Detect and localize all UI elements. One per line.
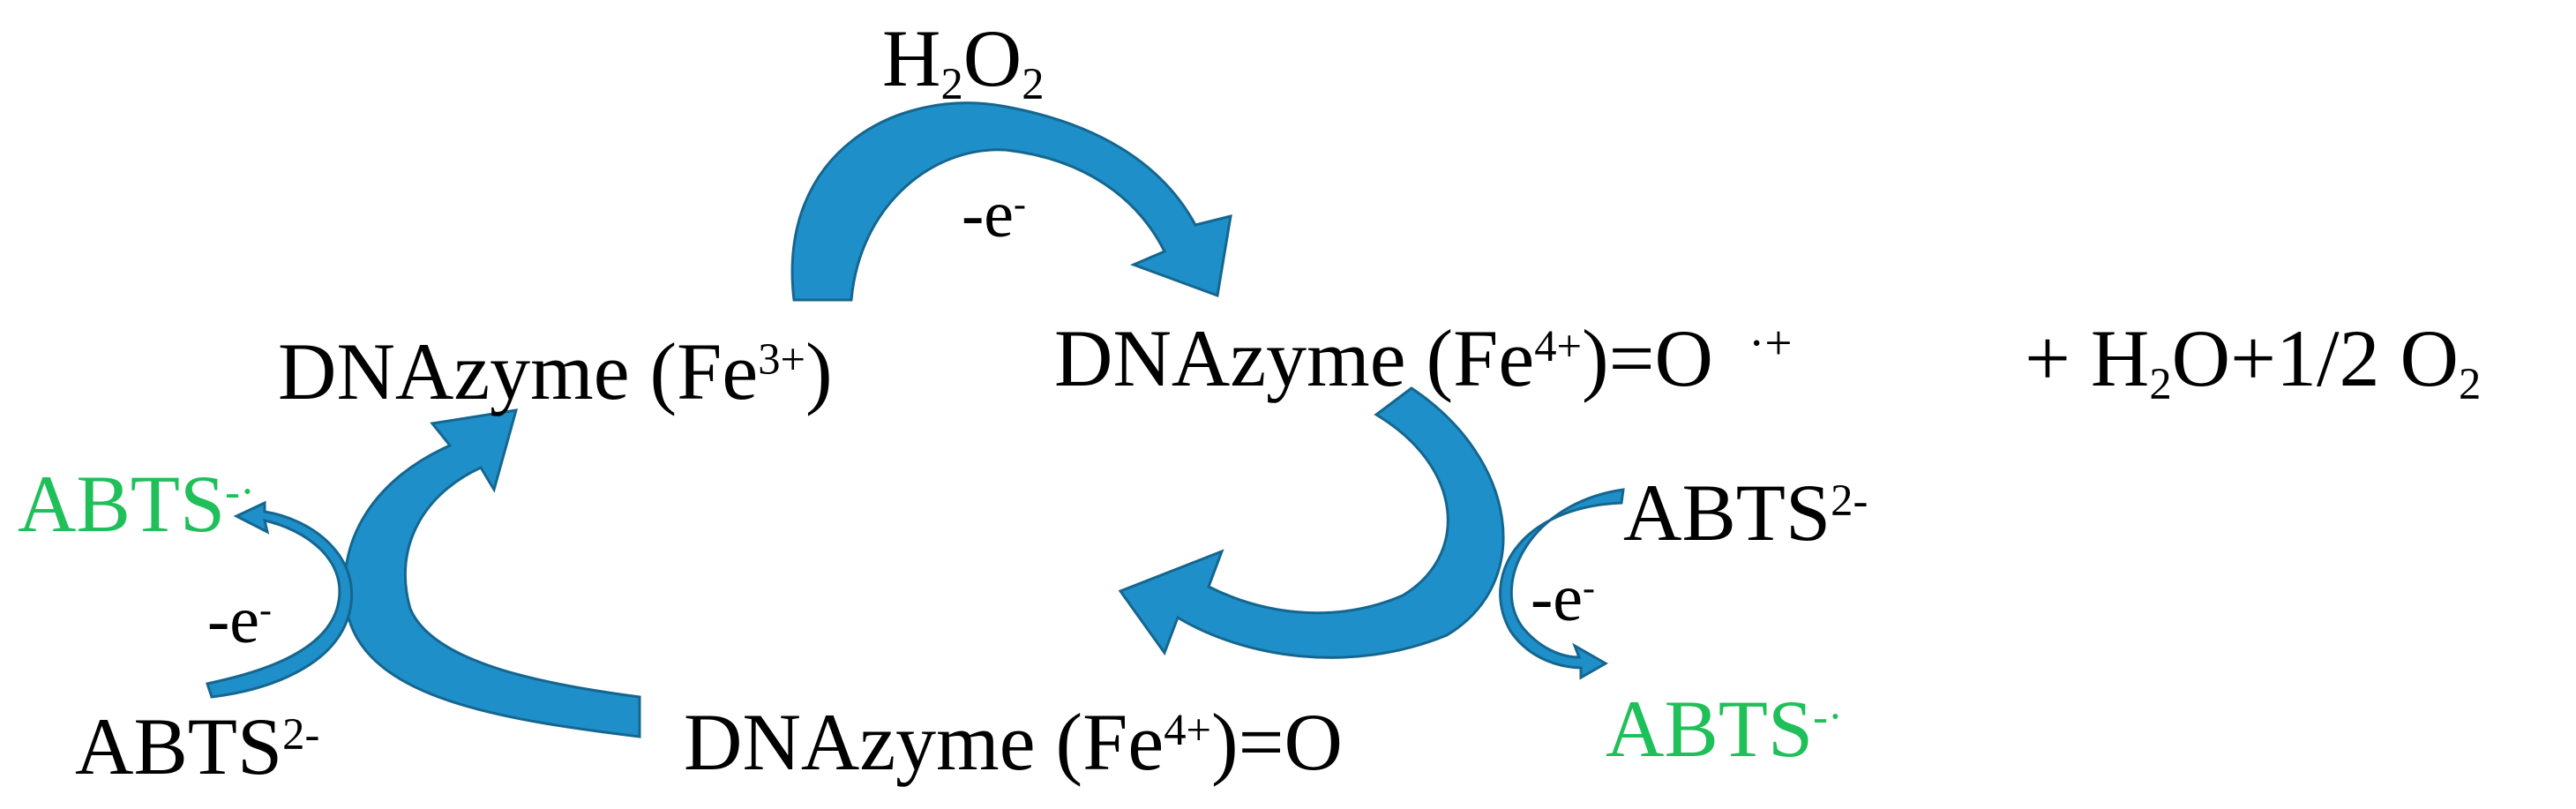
electron-label-right: -e- <box>1531 561 1595 635</box>
right-abts-arrow <box>1499 488 1625 680</box>
right-curved-arrow <box>1118 386 1505 659</box>
left-curved-arrow <box>343 408 641 738</box>
abts-substrate-left: ABTS2- <box>75 701 320 791</box>
abts-substrate-right: ABTS2- <box>1623 468 1868 558</box>
compound-ii-label: DNAzyme (Fe4+)=O <box>684 697 1343 787</box>
electron-label-left: -e- <box>207 583 272 657</box>
abts-product-left: ABTS-· <box>18 459 255 549</box>
electron-label-top: -e- <box>962 177 1026 251</box>
left-abts-arrow <box>206 500 353 699</box>
fe3-species-label: DNAzyme (Fe3+) <box>278 326 833 416</box>
top-curved-arrow <box>790 101 1232 302</box>
compound-i-label: DNAzyme (Fe4+)=O·+ <box>1054 313 1793 403</box>
abts-product-right: ABTS-· <box>1606 684 1843 774</box>
h2o2-label: H2O2 <box>882 13 1045 109</box>
byproducts-label: + H2O+1/2 O2 <box>2025 313 2482 409</box>
